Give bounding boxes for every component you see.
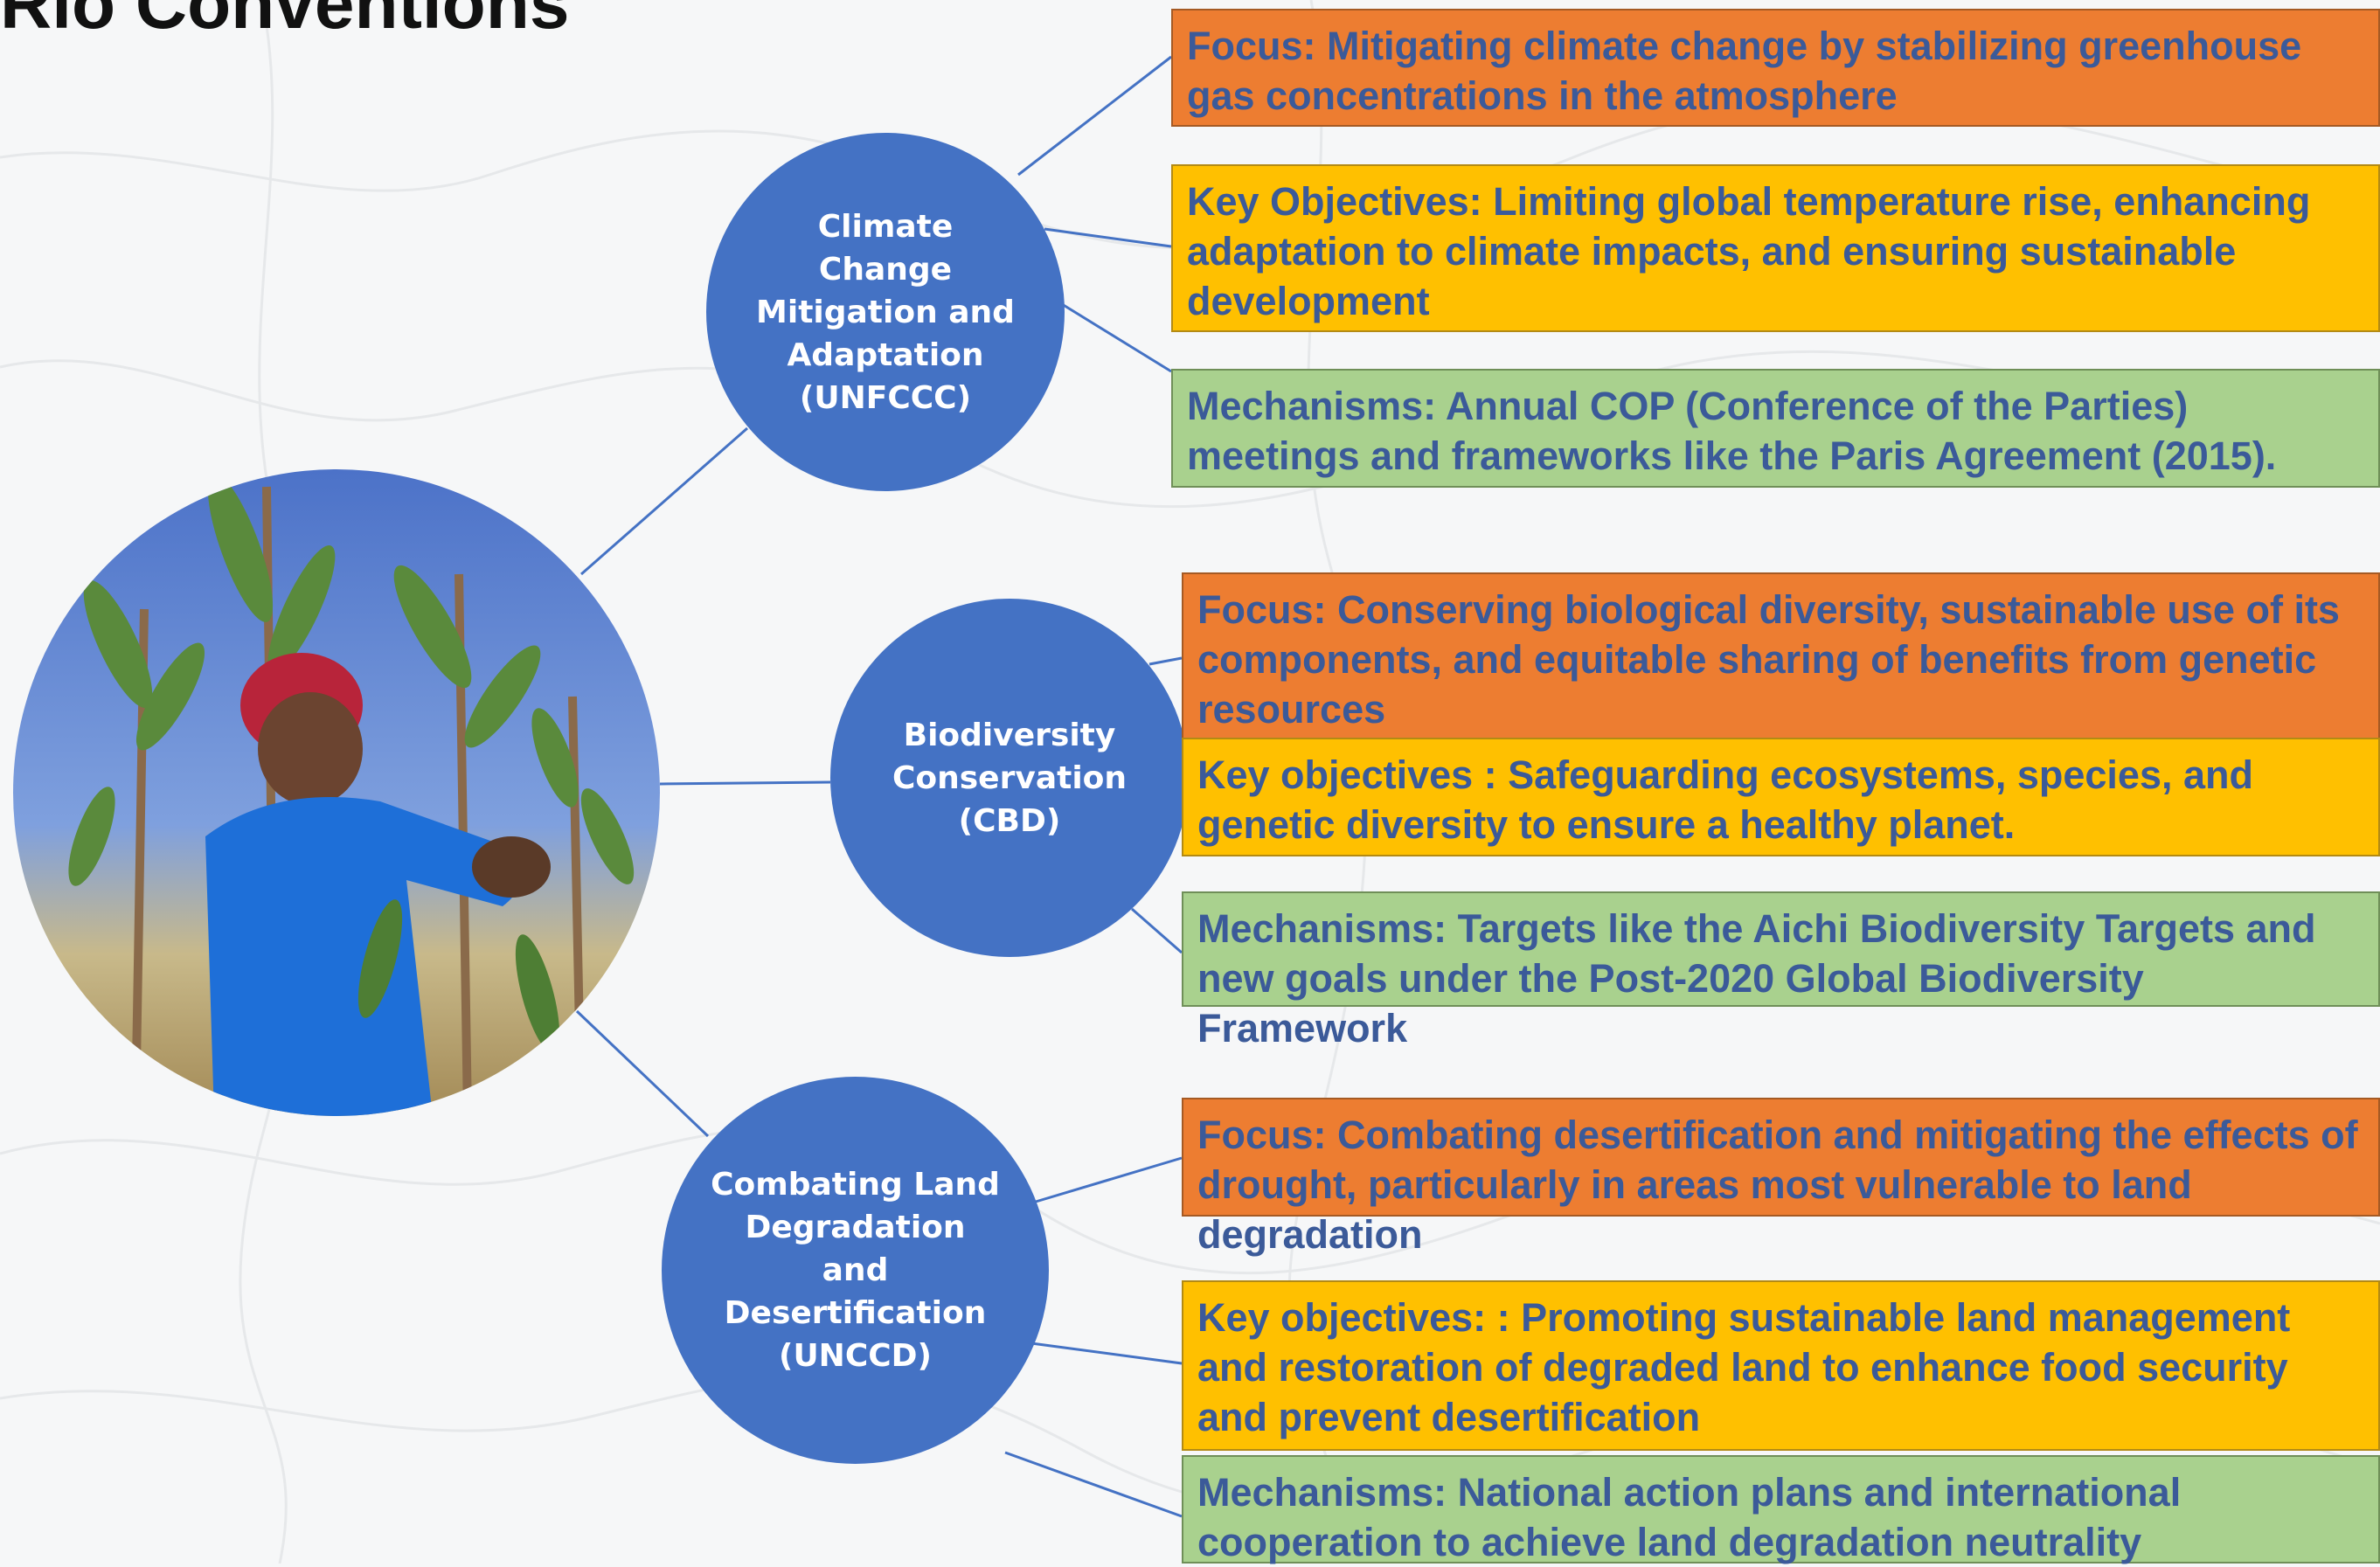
connector-center-to-cbd [659, 780, 831, 786]
page-title: Rio Conventions [0, 0, 570, 44]
cbd-mechanisms-text: Mechanisms: Targets like the Aichi Biodi… [1197, 906, 2316, 1050]
node-unccd-line: and [822, 1252, 889, 1288]
node-unfccc-line: Change [818, 251, 953, 288]
unccd-focus-text: Focus: Combating desertification and mit… [1197, 1113, 2358, 1257]
node-unfccc: Climate Change Mitigation and Adaptation… [706, 133, 1065, 491]
farmer-planting-seedlings-photo [13, 469, 660, 1116]
connector-cbd-to-mech [1131, 907, 1183, 954]
unfccc-mechanisms-text: Mechanisms: Annual COP (Conference of th… [1187, 384, 2277, 478]
unfccc-key-objectives-box: Key Objectives: Limiting global temperat… [1171, 164, 2380, 332]
node-cbd-line: Conservation [892, 759, 1128, 796]
unccd-focus-box: Focus: Combating desertification and mit… [1182, 1098, 2380, 1257]
cbd-key-objectives-text: Key objectives : Safeguarding ecosystems… [1197, 752, 2253, 847]
connector-unccd-to-focus [1035, 1156, 1183, 1203]
connector-unfccc-to-mech [1061, 302, 1172, 373]
node-cbd-line: (CBD) [958, 802, 1061, 839]
connector-unccd-to-key [1030, 1342, 1183, 1365]
cbd-focus-text: Focus: Conserving biological diversity, … [1197, 587, 2340, 731]
node-unccd-line: Desertification [724, 1295, 987, 1331]
unccd-key-objectives-box: Key objectives: : Promoting sustainable … [1182, 1280, 2380, 1451]
unfccc-focus-box: Focus: Mitigating climate change by stab… [1171, 9, 2380, 127]
unfccc-mechanisms-box: Mechanisms: Annual COP (Conference of th… [1171, 369, 2380, 488]
node-unccd-line: Combating Land [711, 1167, 1000, 1203]
node-unfccc-line: Mitigation and [756, 294, 1015, 330]
node-unccd-line: Degradation [745, 1210, 966, 1245]
unfccc-key-objectives-text: Key Objectives: Limiting global temperat… [1187, 179, 2311, 323]
connector-center-to-unccd [575, 1009, 710, 1138]
connector-center-to-unfccc [580, 426, 748, 576]
cbd-focus-box: Focus: Conserving biological diversity, … [1182, 572, 2380, 743]
node-cbd-line: Biodiversity [903, 717, 1116, 753]
cbd-key-objectives-box: Key objectives : Safeguarding ecosystems… [1182, 738, 2380, 856]
unccd-mechanisms-box: Mechanisms: National action plans and in… [1182, 1455, 2380, 1564]
node-unfccc-line: Adaptation [787, 336, 984, 373]
unccd-mechanisms-text: Mechanisms: National action plans and in… [1197, 1470, 2182, 1564]
node-cbd: Biodiversity Conservation (CBD) [830, 599, 1189, 957]
connector-unccd-to-mech [1004, 1451, 1183, 1518]
connector-unfccc-to-key [1044, 227, 1172, 248]
unfccc-focus-text: Focus: Mitigating climate change by stab… [1187, 24, 2302, 118]
node-unfccc-line: Climate [817, 208, 954, 245]
node-unccd: Combating Land Degradation and Desertifi… [662, 1077, 1049, 1464]
node-unfccc-line: (UNFCCC) [799, 379, 972, 416]
connector-cbd-to-focus [1148, 656, 1183, 666]
unccd-key-objectives-text: Key objectives: : Promoting sustainable … [1197, 1295, 2291, 1439]
cbd-mechanisms-box: Mechanisms: Targets like the Aichi Biodi… [1182, 891, 2380, 1050]
connector-unfccc-to-focus [1017, 55, 1172, 177]
node-unccd-line: (UNCCD) [779, 1338, 932, 1374]
